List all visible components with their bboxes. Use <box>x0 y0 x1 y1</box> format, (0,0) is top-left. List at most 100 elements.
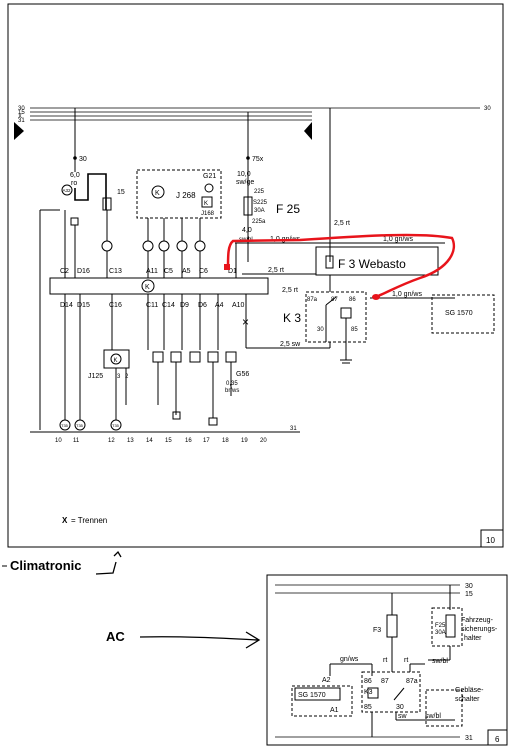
b-a1: A1 <box>330 707 339 714</box>
svg-text:A5: A5 <box>182 268 191 275</box>
svg-text:D16: D16 <box>77 268 90 275</box>
gnws-3: 1,0 gn/ws <box>392 291 422 298</box>
pin-labels-bottom: D14 D15 C16 C11 C14 D9 D6 A4 A10 <box>60 302 245 309</box>
bottom-diagram-frame <box>266 574 508 746</box>
b-k3-relay-box <box>361 671 421 713</box>
w100: 10,0 <box>237 171 251 178</box>
bottom-page-number: 6 <box>495 735 500 744</box>
b-bus-30: 30 <box>465 583 473 590</box>
wire-ro-label: ro <box>71 180 77 187</box>
wires-above-connector <box>39 209 237 430</box>
bus-label-x: X <box>18 114 22 120</box>
red-mark-d1 <box>224 264 230 270</box>
n225a: 225a <box>252 219 266 225</box>
bus-label-30-right: 30 <box>484 106 491 112</box>
j268-k: K <box>155 190 160 197</box>
svg-text:T35: T35 <box>76 423 84 428</box>
rt25b-label: 2,5 rt <box>268 267 284 274</box>
b-rt1: rt <box>383 657 387 664</box>
svg-text:13: 13 <box>127 438 134 444</box>
k3-label: K 3 <box>283 311 301 325</box>
j268-block <box>136 169 222 219</box>
g56-label: G56 <box>236 371 249 378</box>
bus-label-15: 15 <box>18 110 25 116</box>
svg-text:16: 16 <box>185 438 192 444</box>
svg-text:3: 3 <box>117 374 121 380</box>
rt25-label: 2,5 rt <box>334 220 350 227</box>
svg-text:D6: D6 <box>198 302 207 309</box>
k3-relay-box <box>305 291 367 343</box>
ref-a32 <box>61 184 73 196</box>
svg-text:C11: C11 <box>146 302 158 309</box>
bottom-bus-lines <box>275 584 460 738</box>
b-rt2: rt <box>404 657 408 664</box>
svg-text:18: 18 <box>222 438 229 444</box>
svg-text:Gebläse-: Gebläse- <box>455 687 484 694</box>
brws: br/ws <box>225 388 239 394</box>
svg-text:sicherungs-: sicherungs- <box>461 626 498 633</box>
bus-lines <box>30 107 480 121</box>
b-a2: A2 <box>322 677 331 684</box>
b-bus-31: 31 <box>465 735 473 742</box>
svg-text:T35: T35 <box>112 423 120 428</box>
b-swbl-2: sw/bl <box>425 713 441 720</box>
bottom-column-numbers: 10 11 12 13 14 15 16 17 18 19 20 <box>55 438 267 444</box>
b-sg1570-label: SG 1570 <box>298 692 326 699</box>
b-f3-label: F3 <box>373 627 381 634</box>
wire-60-label: 6,0 <box>70 172 80 179</box>
svg-text:A4: A4 <box>215 302 224 309</box>
svg-text:19: 19 <box>241 438 248 444</box>
p30: 30 <box>317 327 324 333</box>
svg-text:30: 30 <box>396 704 404 711</box>
fuse-s225 <box>243 196 253 216</box>
svg-text:D15: D15 <box>77 302 90 309</box>
svg-text:schalter: schalter <box>455 696 480 703</box>
pin-labels-top: C2 D16 C13 A11 C5 A5 C6 D1 <box>60 268 237 275</box>
j125-k: K <box>114 358 118 364</box>
p85: 85 <box>351 327 358 333</box>
climatronic-arrow <box>95 550 122 575</box>
p86: 86 <box>349 297 356 303</box>
bus-arrow-right <box>304 122 312 140</box>
top-page-box <box>480 529 504 548</box>
svg-text:D14: D14 <box>60 302 73 309</box>
small-components <box>152 351 237 426</box>
svg-text:85: 85 <box>364 704 372 711</box>
j268-label: J 268 <box>176 191 196 200</box>
ref-circles-top <box>101 240 206 252</box>
svg-text:87a: 87a <box>406 678 418 685</box>
t-refs <box>59 419 122 431</box>
connector-k: K <box>145 284 150 291</box>
sg1570-box <box>431 294 495 334</box>
svg-text:15: 15 <box>165 438 172 444</box>
wswge: sw/ge <box>236 179 254 186</box>
svg-text:2: 2 <box>125 374 129 380</box>
svg-text:20: 20 <box>260 438 267 444</box>
svg-text:12: 12 <box>108 438 115 444</box>
ac-label: AC <box>106 629 125 644</box>
svg-text:14: 14 <box>146 438 153 444</box>
svg-text:17: 17 <box>203 438 210 444</box>
svg-text:D9: D9 <box>180 302 189 309</box>
svg-text:A10: A10 <box>232 302 245 309</box>
svg-text:Fahrzeug-: Fahrzeug- <box>461 617 494 624</box>
svg-text:D1: D1 <box>228 268 237 275</box>
svg-text:C6: C6 <box>199 268 208 275</box>
b-sw: sw <box>398 713 408 720</box>
bus-31-label: 31 <box>290 426 297 432</box>
rt25c-label: 2,5 rt <box>282 287 298 294</box>
s225: S225 <box>253 200 268 206</box>
trenn-x: × <box>242 315 249 329</box>
ac-arrow <box>139 631 261 649</box>
svg-text:87: 87 <box>381 678 389 685</box>
b-f25-label: F25 <box>435 623 446 629</box>
bus-label-31: 31 <box>18 118 25 124</box>
legend-trennen: = Trennen <box>71 516 107 525</box>
wires-below-connector <box>64 294 331 430</box>
j168-label: J168 <box>201 211 215 217</box>
red-mark-86 <box>372 294 380 300</box>
f3-webasto-label: F 3 Webasto <box>338 257 406 271</box>
p87a: 87a <box>307 297 318 303</box>
b-swbl-1: sw/bl <box>432 658 448 665</box>
